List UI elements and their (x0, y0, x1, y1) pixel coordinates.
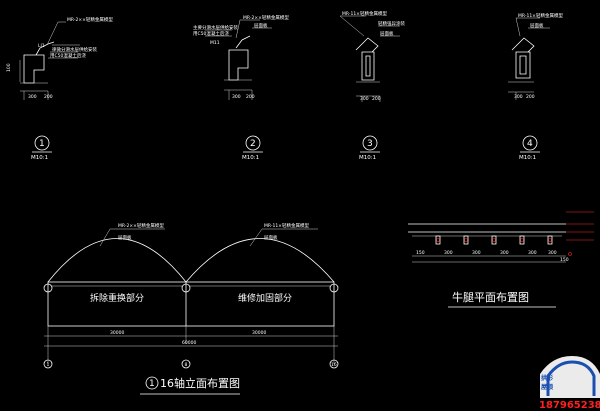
detail-2-note-3: 用C50混凝土后浇 (193, 30, 229, 37)
corbel-dim-3: 300 (472, 250, 481, 256)
detail-1: MR-2××轻精金属模型 LI1 律微分滑水层供给安装 用C50混凝土后浇 30… (6, 16, 113, 161)
corbel-dim-1: 150 (416, 250, 425, 256)
detail-2-note-5: M11 (210, 40, 220, 46)
axis-marker-left (43, 359, 53, 369)
detail-4: MR-11×轻精金属模型 层面板 300 200 4 M10:1 (508, 12, 563, 161)
detail-4-note-2: 层面板 (530, 22, 544, 29)
elevation-title-circle (145, 376, 159, 390)
logo-text-bottom: 屋顶 (541, 383, 553, 391)
right-arch (185, 238, 335, 283)
detail-3-note-1: MR-11×轻精金属模型 (342, 10, 387, 17)
detail-2: MR-2××轻精金属模型 主要分滑水层供给安装 用C50混凝土后浇 层面板 M1… (193, 14, 289, 161)
logo-text-top: 拱形 (541, 374, 553, 382)
axis-label-left: 1 (47, 362, 50, 368)
right-arch-note-1: MR-11×轻精金属模型 (264, 222, 309, 229)
corbel-red-markers (436, 238, 572, 256)
detail-2-note-1: MR-2××轻精金属模型 (243, 14, 289, 21)
detail-1-note-4: 用C50混凝土后浇 (50, 52, 86, 59)
axis-label-right: 16 (331, 362, 337, 368)
wall-body (47, 281, 335, 327)
axis-marker-mid (181, 359, 191, 369)
corbel-posts (435, 235, 553, 245)
elevation-drawing: MR-2××轻精金属模型 层面板 MR-11×轻精金属模型 层面板 拆除重换部分… (43, 222, 339, 395)
detail-2-note-2: 主要分滑水层供给安装 (193, 24, 238, 31)
left-section-label: 拆除重换部分 (90, 292, 144, 304)
left-arch-note-1: MR-2××轻精金属模型 (118, 222, 164, 229)
elevation-title-circle-number: 1 (149, 379, 155, 389)
corbel-dim-5: 300 (528, 250, 537, 256)
detail-3-note-3: 层面板 (380, 30, 394, 37)
detail-1-dim-2: 200 (44, 94, 53, 100)
corbel-plan-title: 牛腿平面布置图 (452, 290, 529, 304)
detail-2-dim-2: 200 (246, 94, 255, 100)
detail-3-dim-1: 300 (360, 96, 369, 102)
elevation-dim-right: 30000 (252, 330, 266, 336)
axis-marker-right (329, 359, 339, 369)
detail-3-number: 3 (367, 139, 373, 149)
elevation-dim-left: 30000 (110, 330, 124, 336)
right-section-label: 维修加固部分 (238, 292, 292, 304)
corbel-dim-4: 300 (500, 250, 509, 256)
detail-4-scale: M10:1 (519, 155, 536, 161)
detail-1-note-3: 律微分滑水层供给安装 (52, 46, 97, 53)
elevation-title: 16轴立面布置图 (160, 376, 240, 390)
detail-3-note-2: 轻精强异涂装 (378, 20, 405, 27)
detail-2-note-4: 层面板 (254, 22, 268, 29)
detail-1-number: 1 (39, 139, 45, 149)
detail-3-dim-2: 200 (372, 96, 381, 102)
left-arch (47, 238, 187, 283)
right-arch-note-2: 层面板 (264, 234, 278, 241)
detail-1-scale: M10:1 (31, 155, 48, 161)
corbel-plan: 150 300 300 300 300 300 150 牛腿平面布置图 (408, 211, 594, 308)
detail-4-number: 4 (527, 139, 533, 149)
detail-4-note-1: MR-11×轻精金属模型 (518, 12, 563, 19)
left-arch-note-2: 层面板 (118, 234, 132, 241)
logo-phone: 18796523888 (539, 400, 600, 411)
detail-1-note-1: MR-2××轻精金属模型 (67, 16, 113, 23)
detail-3-marker (362, 135, 378, 151)
detail-3: MR-11×轻精金属模型 轻精强异涂装 层面板 300 200 3 M10:1 (339, 10, 405, 161)
detail-1-note-2: LI1 (38, 43, 45, 49)
detail-3-scale: M10:1 (359, 155, 376, 161)
detail-4-dim-1: 300 (514, 94, 523, 100)
corbel-dim-2: 300 (444, 250, 453, 256)
detail-2-dim-1: 300 (232, 94, 241, 100)
detail-1-dim-1: 300 (28, 94, 37, 100)
corbel-dim-6: 300 (548, 250, 557, 256)
company-logo: 拱形 屋顶 18796523888 (539, 356, 600, 411)
detail-4-marker (522, 135, 538, 151)
detail-2-number: 2 (250, 139, 256, 149)
detail-2-marker (245, 135, 261, 151)
corbel-dim-7: 150 (560, 257, 569, 263)
detail-2-scale: M10:1 (242, 155, 259, 161)
detail-4-dim-2: 200 (526, 94, 535, 100)
elevation-dim-total: 60000 (182, 340, 196, 346)
detail-1-dim-3: 100 (6, 63, 12, 72)
axis-label-mid: 8 (185, 362, 188, 368)
detail-1-marker (34, 135, 50, 151)
